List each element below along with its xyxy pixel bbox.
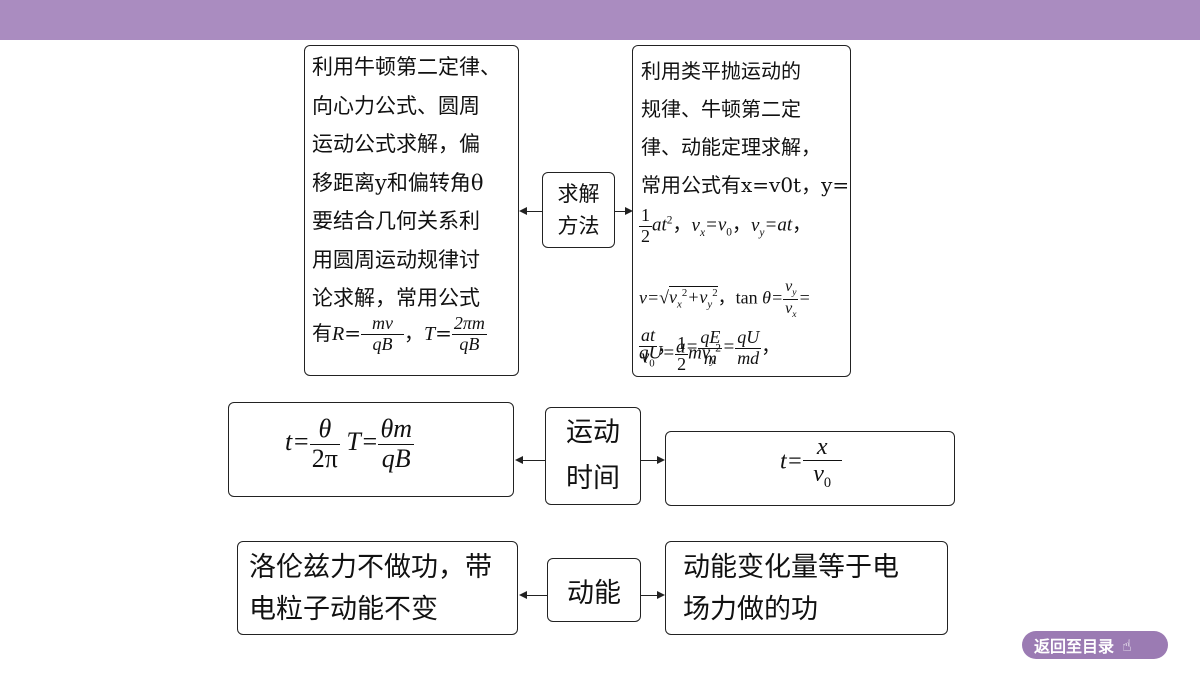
- solve-method-label: 求解 方法: [542, 172, 615, 248]
- arrowhead-right-top: [625, 207, 633, 215]
- method-line-7: 论求解，常用公式: [312, 286, 480, 310]
- electric-time-formula: t= x v0: [780, 434, 842, 492]
- kinetic-energy-text: 动能: [567, 577, 621, 609]
- arrow-to-electric-time: [641, 460, 659, 461]
- electric-energy-line-1: 动能变化量等于电: [683, 552, 899, 583]
- electric-energy-box: 动能变化量等于电 场力做的功: [665, 541, 948, 635]
- solve-method-line-1: 求解: [557, 182, 600, 206]
- magnetic-method-box: 利用牛顿第二定律、 向心力公式、圆周 运动公式求解，偏 移距离y和偏转角θ 要结…: [304, 45, 519, 376]
- arrowhead-right-mid: [657, 456, 665, 464]
- back-to-contents-button[interactable]: 返回至目录 ☝: [1022, 631, 1168, 659]
- elec-line-4: 常用公式有x=v0t，y=: [641, 173, 850, 197]
- arrow-to-magnetic-energy: [523, 595, 547, 596]
- arrow-to-magnetic-time: [519, 460, 545, 461]
- motion-time-line-2: 时间: [566, 463, 620, 494]
- method-line-3: 运动公式求解，偏: [312, 132, 480, 156]
- elec-line-2: 规律、牛顿第二定: [641, 97, 801, 121]
- electric-time-box: t= x v0: [665, 431, 955, 506]
- elec-line-3: 律、动能定理求解，: [641, 135, 821, 159]
- method-line-5: 要结合几何关系利: [312, 209, 480, 233]
- method-line-6: 用圆周运动规律讨: [312, 247, 480, 272]
- arrow-to-right-method: [615, 211, 627, 212]
- formula-prefix: 有: [312, 320, 332, 345]
- method-line-2: 向心力公式、圆周: [312, 93, 480, 118]
- elec-line-1: 利用类平抛运动的: [641, 59, 801, 83]
- pointer-hand-icon: ☝: [1122, 635, 1132, 655]
- arrowhead-left-bottom: [519, 591, 527, 599]
- magnetic-energy-line-1: 洛伦兹力不做功，带: [249, 552, 492, 583]
- arrowhead-left-mid: [515, 456, 523, 464]
- electric-method-box: 利用类平抛运动的 规律、牛顿第二定 律、动能定理求解， 常用公式有x=v0t，y…: [632, 45, 851, 377]
- method-line-1: 利用牛顿第二定律、: [312, 55, 501, 79]
- back-to-contents-label: 返回至目录: [1034, 637, 1115, 656]
- motion-time-label: 运动 时间: [545, 407, 641, 505]
- magnetic-energy-box: 洛伦兹力不做功，带 电粒子动能不变: [237, 541, 518, 635]
- arrow-to-electric-energy: [641, 595, 659, 596]
- electric-energy-line-2: 场力做的功: [683, 594, 818, 625]
- arrowhead-left-top: [519, 207, 527, 215]
- method-line-4: 移距离y和偏转角θ: [312, 170, 484, 195]
- magnetic-energy-line-2: 电粒子动能不变: [249, 594, 438, 625]
- top-banner: [0, 0, 1200, 40]
- arrowhead-right-bottom: [657, 591, 665, 599]
- motion-time-line-1: 运动: [566, 417, 620, 448]
- kinetic-energy-label: 动能: [547, 558, 641, 622]
- arrow-to-left-method: [523, 211, 542, 212]
- solve-method-line-2: 方法: [557, 214, 600, 238]
